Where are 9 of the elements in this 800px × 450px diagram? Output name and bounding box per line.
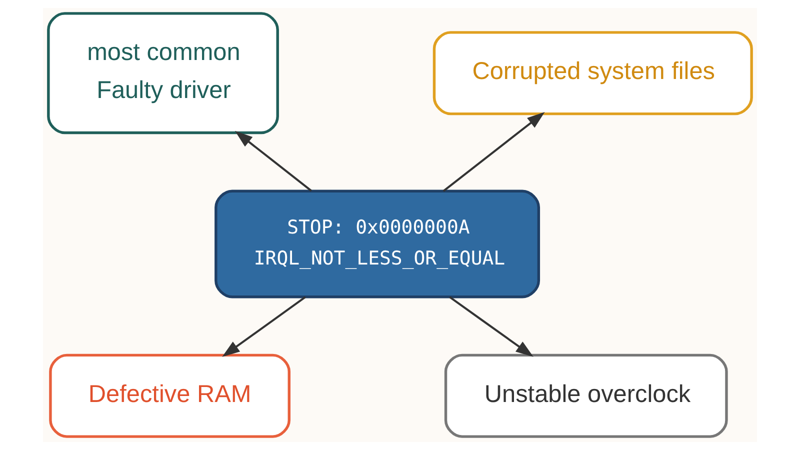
arrow <box>222 296 306 357</box>
node-box: STOP: 0x0000000A IRQL_NOT_LESS_OR_EQUAL <box>214 190 540 298</box>
arrow <box>442 112 545 192</box>
node-box: Corrupted system files <box>432 31 753 116</box>
node-box: most common Faulty driver <box>47 12 279 134</box>
arrow <box>234 130 312 192</box>
arrow <box>449 296 534 357</box>
node-box: Defective RAM <box>49 354 290 438</box>
node-box: Unstable overclock <box>444 354 728 438</box>
